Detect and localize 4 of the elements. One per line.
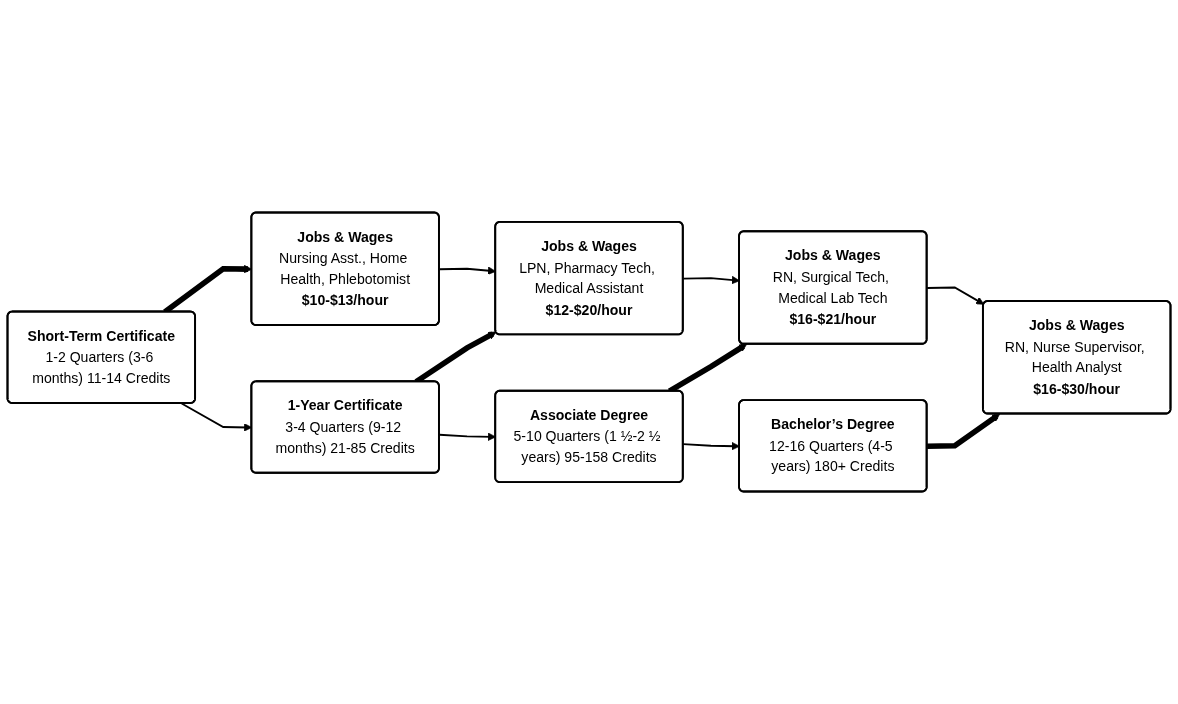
arrow xyxy=(927,413,1001,450)
arrow xyxy=(682,442,740,451)
arrow xyxy=(682,276,740,285)
arrow xyxy=(926,286,985,305)
